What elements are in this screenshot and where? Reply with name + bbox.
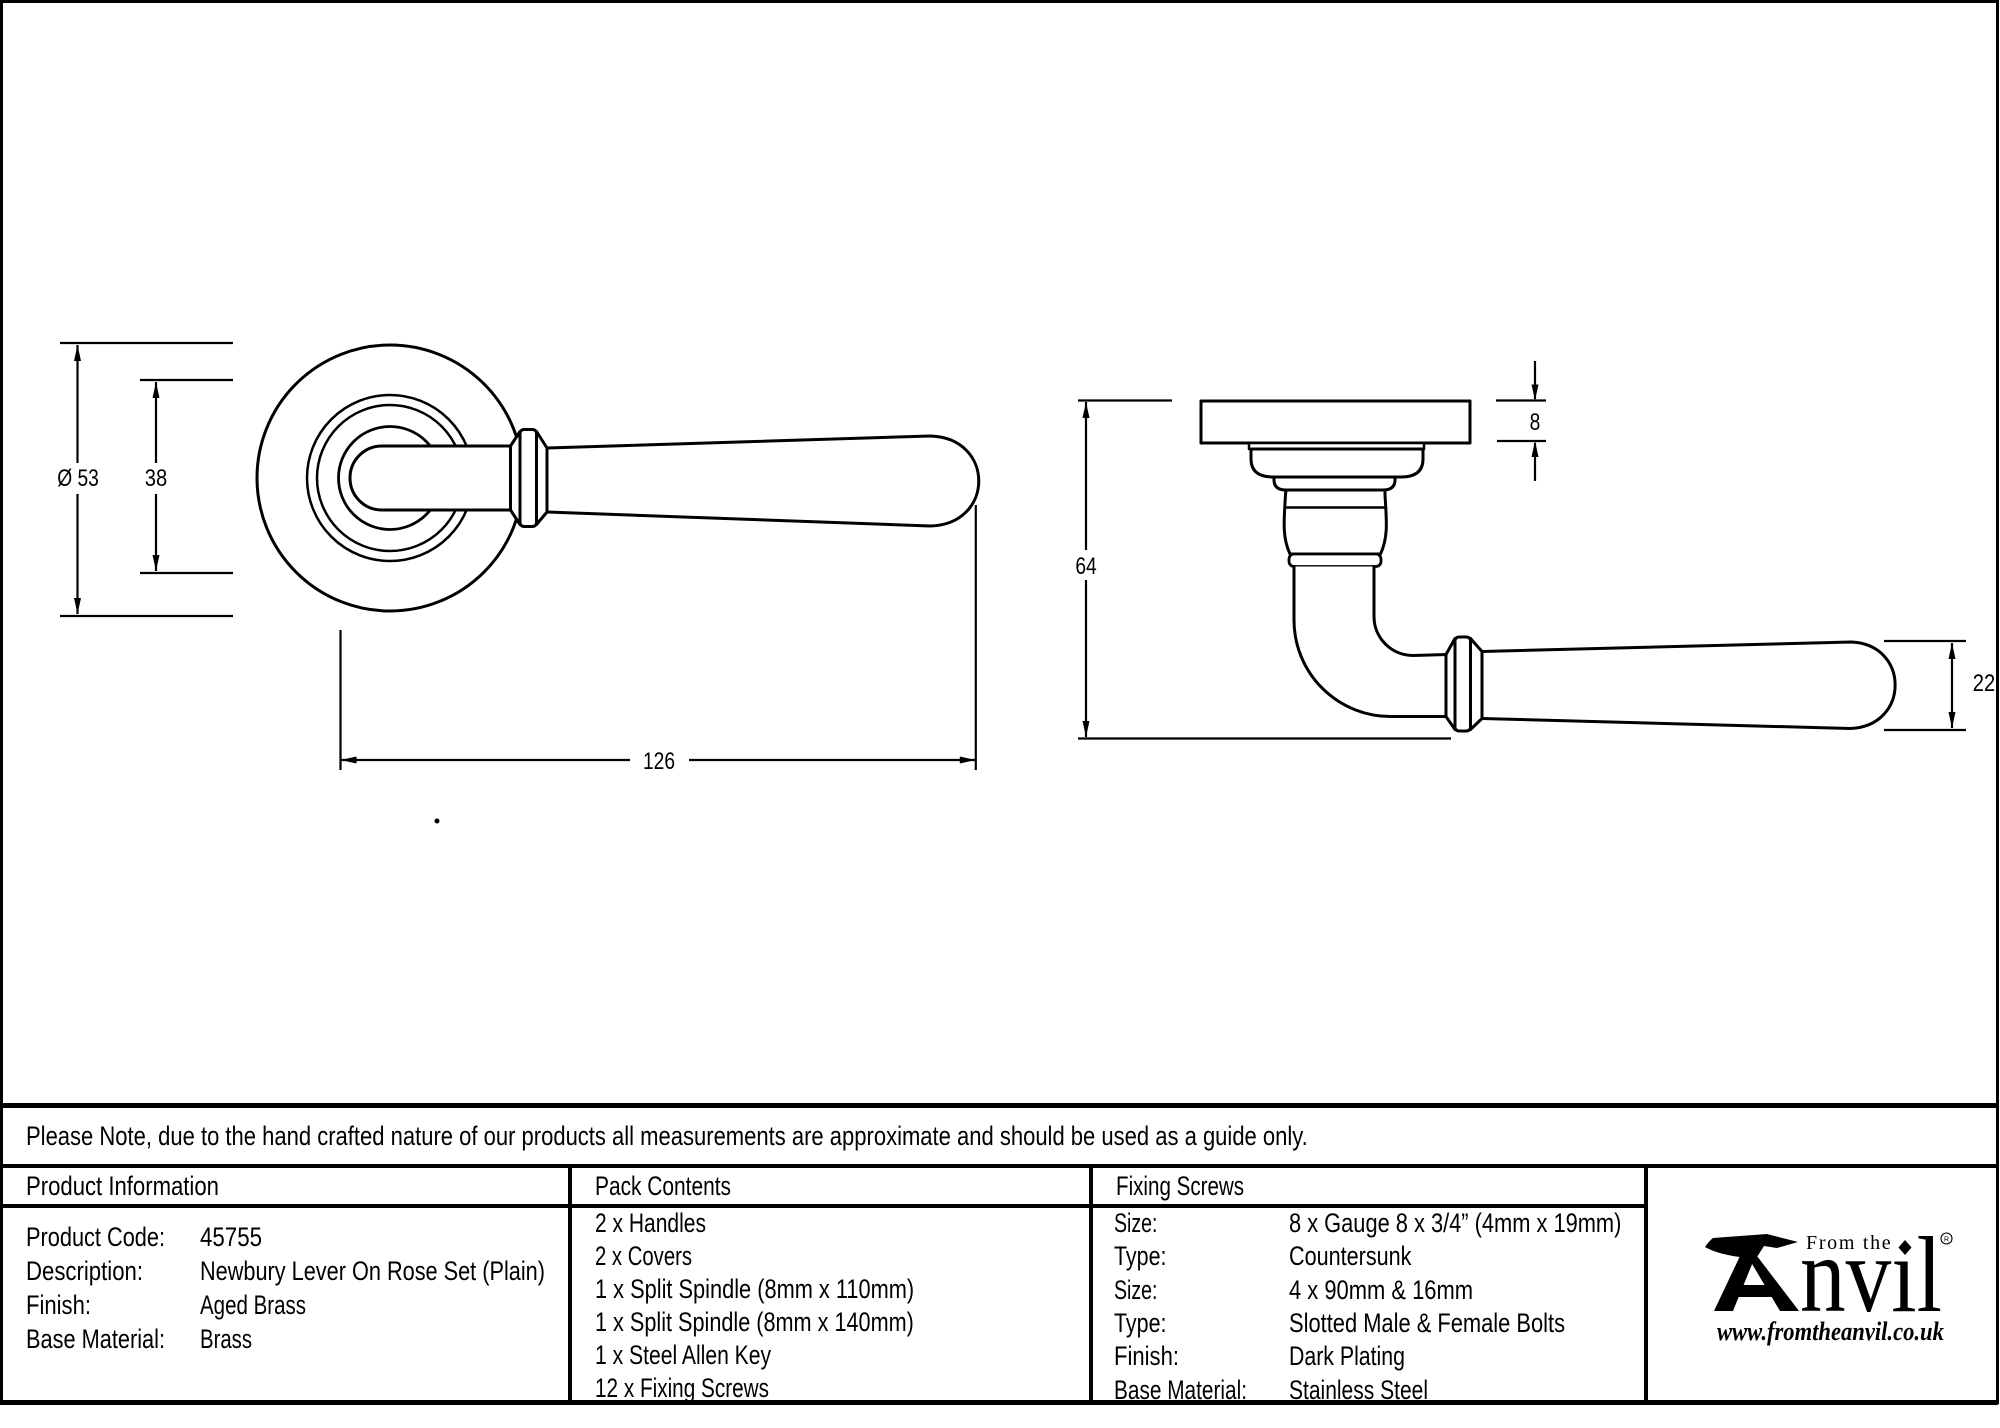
svg-text:22: 22: [1973, 669, 1995, 696]
svg-text:8: 8: [1530, 408, 1541, 436]
svg-text:nvil: nvil: [1800, 1215, 1942, 1335]
svg-text:www.fromtheanvil.co.uk: www.fromtheanvil.co.uk: [1717, 1318, 1944, 1347]
svg-text:From the: From the: [1806, 1232, 1892, 1254]
svg-text:Ø 53: Ø 53: [57, 464, 99, 492]
svg-text:64: 64: [1075, 552, 1096, 580]
svg-text:R: R: [1944, 1237, 1949, 1244]
svg-text:126: 126: [643, 747, 675, 775]
svg-text:38: 38: [145, 464, 167, 491]
